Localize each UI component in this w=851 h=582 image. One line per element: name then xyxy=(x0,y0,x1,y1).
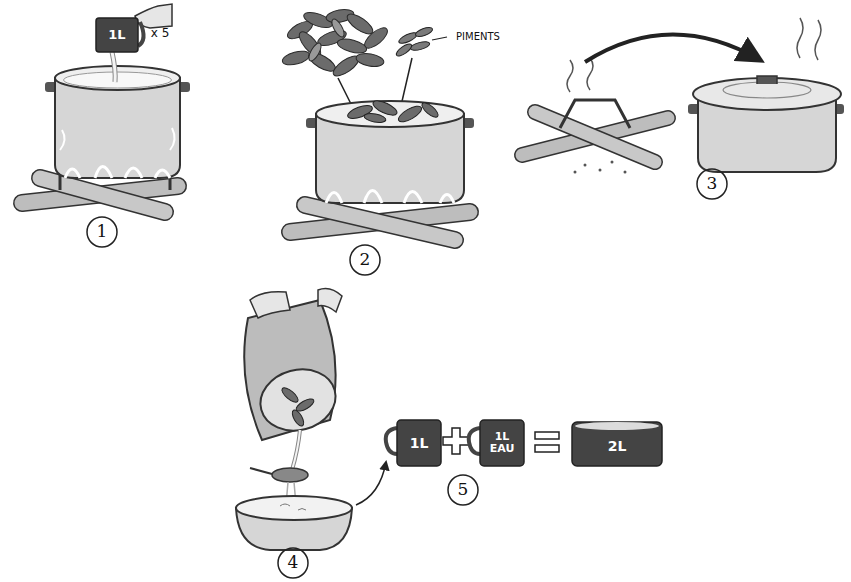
result-bowl xyxy=(572,422,662,466)
callout-number: 2 xyxy=(360,251,371,269)
bowl-label: 2L xyxy=(608,439,627,454)
arrow xyxy=(356,462,386,505)
fire-logs-2 xyxy=(290,205,470,240)
equals-sign xyxy=(535,432,559,452)
plus-sign xyxy=(443,428,469,454)
callout-number: 5 xyxy=(458,481,469,499)
mug-1 xyxy=(386,420,441,466)
pitcher-and-hand xyxy=(96,4,172,82)
step-circles xyxy=(87,169,727,578)
leaf-pile xyxy=(281,8,391,80)
tilted-pot-hands xyxy=(244,288,342,470)
pot-2 xyxy=(306,98,474,203)
callout-number: 1 xyxy=(97,223,108,241)
bowl xyxy=(236,496,352,550)
mug-2 xyxy=(469,420,524,466)
ingredient-label: PIMENTS xyxy=(456,32,500,43)
callout-number: 4 xyxy=(288,554,299,572)
pot-1 xyxy=(45,66,190,178)
peppers xyxy=(395,26,434,58)
extinguished-fire xyxy=(522,58,668,174)
leader-line xyxy=(432,37,447,40)
covered-pot xyxy=(688,18,844,172)
callout-number: 3 xyxy=(707,175,718,193)
mug-label: 1L xyxy=(410,436,429,451)
curved-arrow xyxy=(585,34,760,62)
fire-logs-1 xyxy=(22,175,178,212)
pitcher-label: 1L xyxy=(108,28,125,42)
mug-label: 1L EAU xyxy=(487,431,517,454)
multiplier: x 5 xyxy=(151,27,170,40)
